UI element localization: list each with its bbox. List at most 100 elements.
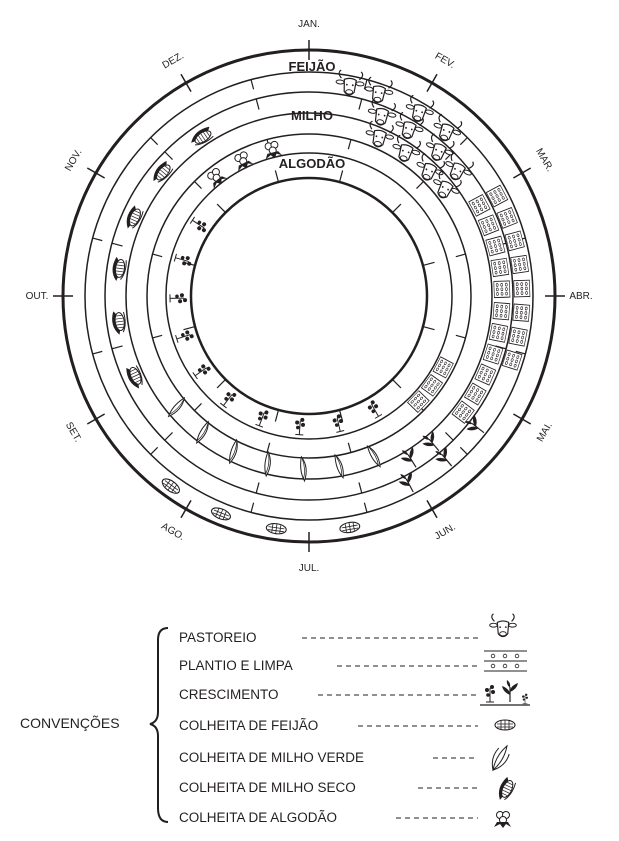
month-tick-outer (181, 500, 191, 517)
algodao-ring-inner (166, 153, 452, 439)
legend-item-crescimento: CRESCIMENTO (179, 680, 530, 705)
planting-plot-icon (511, 255, 529, 273)
legend-label-plantio: PLANTIO E LIMPA (179, 658, 293, 673)
month-label: MAI. (535, 421, 555, 444)
month-label: JUN. (433, 522, 458, 543)
planting-plot-icon (505, 231, 524, 251)
cow-head-icon (403, 94, 436, 125)
month-divider (423, 327, 435, 330)
dry-corn-icon (124, 363, 146, 390)
colheita-icons (111, 125, 361, 535)
legend-item-colheita-feijao: COLHEITA DE FEIJÃO (179, 718, 515, 733)
corn-leaf-icon (334, 454, 344, 479)
month-label: ABR. (569, 291, 592, 302)
cotton-plant-icon (332, 414, 346, 433)
legend-label-colheita-milho-verde: COLHEITA DE MILHO VERDE (179, 750, 364, 765)
legend-label-colheita-feijao: COLHEITA DE FEIJÃO (179, 718, 318, 733)
month-tick-outer (87, 414, 104, 424)
month-divider (392, 379, 400, 387)
month-tick-outer (427, 500, 437, 517)
dry-corn-icon (495, 776, 517, 803)
cotton-plant-icon (219, 389, 237, 409)
dry-corn-icon (111, 257, 127, 283)
cow-head-icon (335, 70, 365, 97)
month-divider (460, 138, 467, 145)
planting-plot-icon (486, 185, 507, 207)
planting-plot-icon (486, 236, 505, 256)
center-circle (191, 178, 427, 414)
cotton-boll-icon (494, 812, 511, 829)
month-divider (267, 443, 270, 453)
bean-basket-icon (210, 506, 232, 523)
month-divider (194, 403, 201, 410)
month-divider (340, 170, 343, 182)
cotton-plant-icon (175, 329, 194, 344)
month-label: AGO. (159, 521, 186, 543)
legend-item-plantio: PLANTIO E LIMPA (179, 651, 527, 673)
cow-head-icon (490, 614, 517, 637)
month-divider (392, 204, 400, 212)
month-divider (445, 432, 453, 440)
month-tick-outer (513, 168, 530, 178)
outer-ring (63, 50, 555, 542)
agricultural-calendar-wheel: JAN.FEV.MAR.ABR.MAI.JUN.JUL.AGO.SET.OUT.… (0, 0, 619, 600)
month-divider (153, 335, 163, 338)
month-divider (275, 410, 278, 422)
month-divider (256, 99, 259, 110)
planting-plot-icon (514, 280, 530, 297)
month-divider (275, 170, 278, 182)
month-label: OUT. (26, 291, 49, 302)
cotton-plant-icon (190, 216, 210, 234)
planting-plot-icon (493, 302, 510, 319)
month-label: FEV. (433, 51, 457, 71)
growing-plants-icon (480, 680, 530, 705)
planting-plot-icon (509, 327, 527, 346)
month-divider (359, 482, 362, 493)
month-divider (194, 181, 201, 188)
planting-plot-icon (491, 258, 509, 276)
month-divider (456, 335, 466, 338)
month-divider (364, 503, 367, 513)
legend-item-colheita-milho-seco: COLHEITA DE MILHO SECO (179, 776, 517, 803)
month-divider (93, 238, 103, 241)
month-divider (456, 254, 466, 257)
month-divider (217, 204, 225, 212)
month-label: JUL. (299, 563, 320, 574)
month-label: JAN. (298, 19, 320, 30)
planting-plot-icon (513, 304, 530, 321)
month-divider (183, 327, 195, 330)
legend-brace (150, 628, 168, 822)
bean-basket-icon (266, 522, 287, 535)
planting-plot-icon (489, 323, 507, 342)
month-tick-outer (427, 74, 437, 91)
corn-leaf-icon (300, 457, 307, 481)
cotton-plant-icon (192, 362, 212, 380)
month-tick-outer (87, 168, 104, 178)
month-divider (165, 152, 173, 160)
month-divider (251, 503, 254, 513)
legend-label-colheita-milho-seco: COLHEITA DE MILHO SECO (179, 780, 356, 795)
month-divider (165, 432, 173, 440)
cotton-plant-icon (174, 253, 193, 267)
month-tick-outer (513, 414, 530, 424)
legend-label-pastoreio: PASTOREIO (179, 630, 257, 645)
month-divider (460, 447, 467, 454)
planting-plot-icon (494, 281, 510, 298)
bean-basket-icon (339, 521, 360, 534)
ring-title-algodao: ALGODÃO (279, 156, 345, 171)
month-divider (151, 138, 158, 145)
month-label: NOV. (63, 147, 84, 173)
cotton-plant-icon (255, 408, 270, 427)
month-label: DEZ. (161, 50, 186, 71)
month-divider (359, 99, 362, 110)
month-divider (93, 351, 103, 354)
legend-item-colheita-algodao: COLHEITA DE ALGODÃO (179, 810, 511, 828)
month-divider (112, 346, 123, 349)
month-label: MAR. (533, 147, 555, 174)
cotton-plant-icon (366, 399, 383, 419)
crescimento-icons (166, 216, 489, 496)
month-divider (217, 379, 225, 387)
month-divider (423, 262, 435, 265)
month-divider (153, 254, 163, 257)
ring-title-feijao: FEIJÃO (289, 59, 336, 74)
